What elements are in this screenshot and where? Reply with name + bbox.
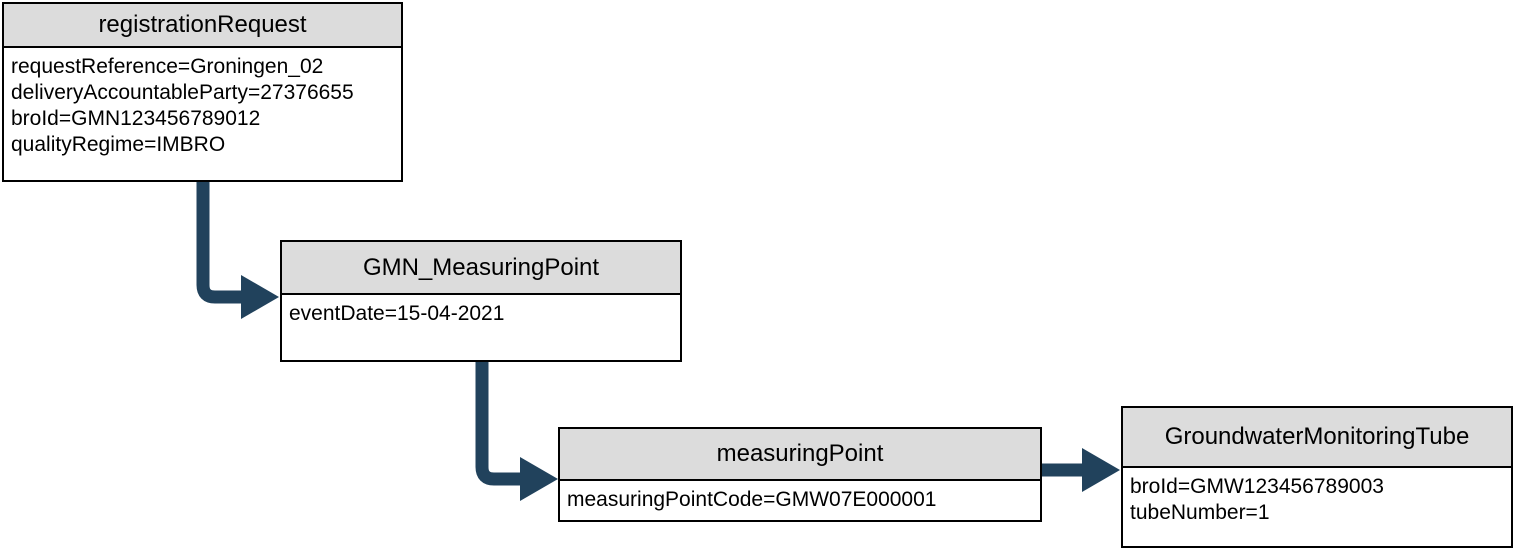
node-attributes: broId=GMW123456789003 tubeNumber=1 bbox=[1123, 468, 1511, 530]
node-groundwater-monitoring-tube[interactable]: GroundwaterMonitoringTube broId=GMW12345… bbox=[1121, 406, 1513, 548]
node-title: GMN_MeasuringPoint bbox=[282, 242, 680, 295]
node-registration-request[interactable]: registrationRequest requestReference=Gro… bbox=[2, 2, 403, 182]
attribute-row: qualityRegime=IMBRO bbox=[11, 133, 226, 156]
node-measuring-point[interactable]: measuringPoint measuringPointCode=GMW07E… bbox=[558, 427, 1042, 522]
attribute-row: eventDate=15-04-2021 bbox=[289, 302, 505, 325]
attribute-row: broId=GMW123456789003 bbox=[1130, 475, 1384, 498]
node-title: registrationRequest bbox=[4, 4, 401, 48]
connector-line bbox=[196, 182, 245, 304]
attribute-row: tubeNumber=1 bbox=[1130, 501, 1270, 524]
arrowhead-icon bbox=[520, 457, 558, 501]
node-attributes: eventDate=15-04-2021 bbox=[282, 295, 680, 331]
node-attributes: requestReference=Groningen_02 deliveryAc… bbox=[4, 48, 401, 162]
arrowhead-icon bbox=[1082, 448, 1120, 492]
attribute-row: broId=GMN123456789012 bbox=[11, 107, 261, 130]
node-attributes: measuringPointCode=GMW07E000001 bbox=[560, 481, 1040, 517]
attribute-row: deliveryAccountableParty=27376655 bbox=[11, 81, 354, 104]
connector-line bbox=[475, 362, 524, 486]
arrowhead-icon bbox=[241, 275, 279, 319]
node-gmn-measuring-point[interactable]: GMN_MeasuringPoint eventDate=15-04-2021 bbox=[280, 240, 682, 362]
attribute-row: measuringPointCode=GMW07E000001 bbox=[567, 488, 937, 511]
node-title: GroundwaterMonitoringTube bbox=[1123, 408, 1511, 468]
node-title: measuringPoint bbox=[560, 429, 1040, 481]
attribute-row: requestReference=Groningen_02 bbox=[11, 55, 324, 78]
